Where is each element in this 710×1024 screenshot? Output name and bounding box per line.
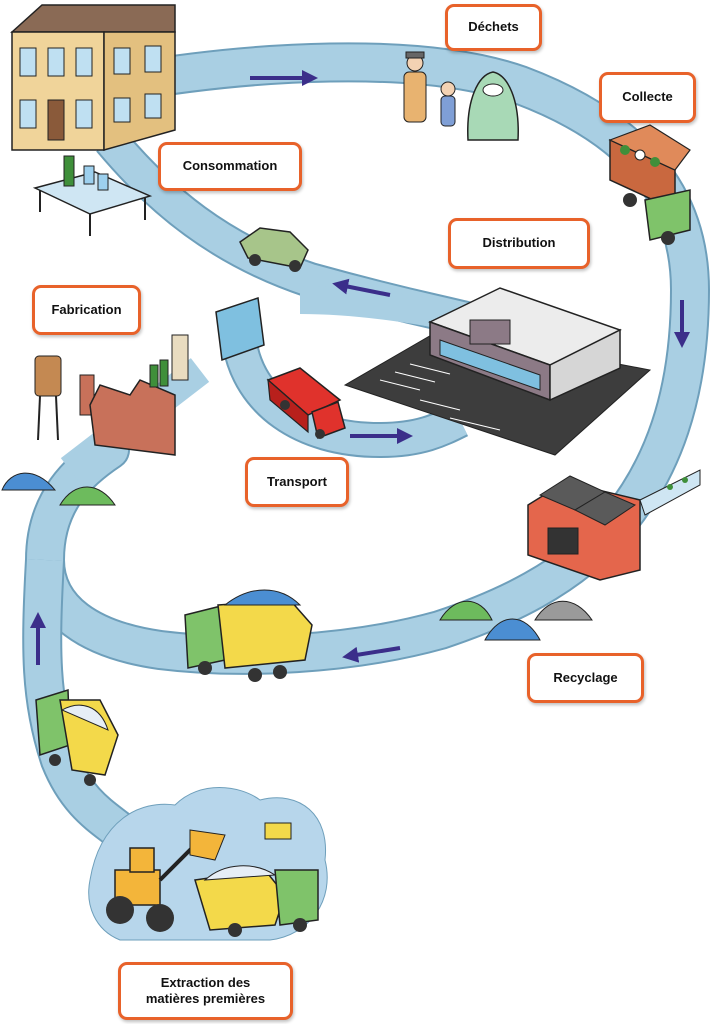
arrow-left-recycling xyxy=(342,646,401,663)
people-and-bottle-bank xyxy=(403,51,519,141)
bulldozer xyxy=(106,829,226,932)
label-recyclage-text: Recyclage xyxy=(553,669,618,685)
arrow-left-distribution xyxy=(332,278,391,297)
dump-truck-middle xyxy=(184,589,313,682)
label-distribution-text: Distribution xyxy=(482,235,556,251)
label-collecte-text: Collecte xyxy=(622,89,673,105)
label-extraction: Extraction des matières premières xyxy=(118,962,293,1020)
label-dechets-text: Déchets xyxy=(468,19,519,35)
label-distribution: Distribution xyxy=(448,218,590,269)
house-illustration xyxy=(10,4,176,151)
label-consommation: Consommation xyxy=(158,142,302,191)
collection-truck xyxy=(608,124,691,245)
extraction-quarry xyxy=(88,787,328,941)
glass-pane xyxy=(215,296,265,362)
label-fabrication-text: Fabrication xyxy=(51,301,122,317)
label-dechets: Déchets xyxy=(445,4,542,51)
red-delivery-truck xyxy=(266,367,346,439)
label-transport-text: Transport xyxy=(267,473,327,489)
quarry-dump-truck xyxy=(194,865,319,937)
label-consommation-text: Consommation xyxy=(182,158,278,174)
dump-truck-left xyxy=(35,688,119,786)
table-with-bottles xyxy=(32,155,153,236)
car xyxy=(239,227,309,272)
flow-arrows xyxy=(30,70,690,665)
supermarket-with-parking xyxy=(343,287,652,456)
label-extraction-text: Extraction des matières premières xyxy=(145,974,266,1006)
label-recyclage: Recyclage xyxy=(527,653,644,703)
label-collecte: Collecte xyxy=(599,72,696,123)
factory-illustration xyxy=(34,334,189,456)
recycling-plant xyxy=(527,469,701,581)
material-heaps xyxy=(1,472,593,641)
label-fabrication: Fabrication xyxy=(32,285,141,335)
label-transport: Transport xyxy=(245,457,349,507)
